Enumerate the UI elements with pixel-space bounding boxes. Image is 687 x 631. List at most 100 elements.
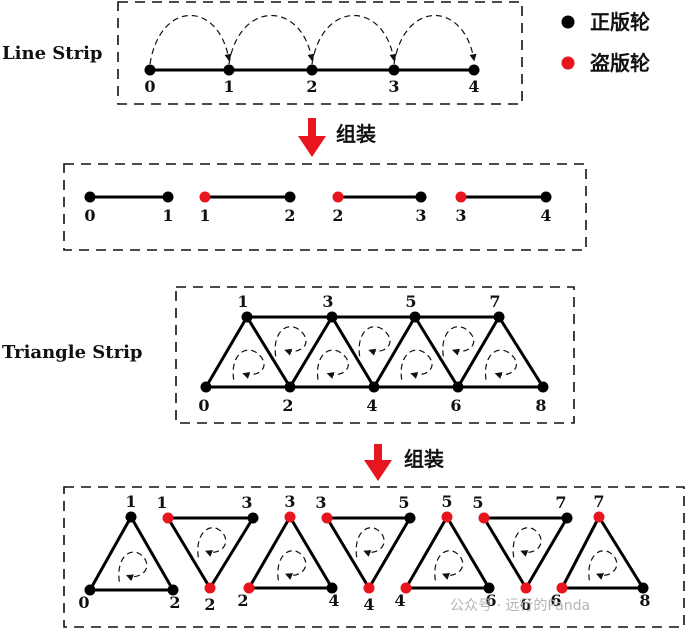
vertex-label: 7 [555, 493, 566, 512]
traversal-arc [277, 550, 307, 581]
triangle-vertex [593, 511, 605, 523]
traversal-arc [311, 14, 397, 65]
triangle-edges [404, 515, 491, 590]
vertex-label: 4 [468, 77, 479, 96]
triangle-vertex [162, 512, 174, 524]
triangle-edges [88, 515, 175, 592]
vertex-label: 8 [639, 591, 650, 610]
segment-end-vertex [540, 191, 552, 203]
triangle-vertex [326, 582, 338, 594]
strip-vertex [368, 381, 380, 393]
traversal-arc [149, 14, 232, 65]
traversal-arc [358, 326, 391, 357]
segment-start-vertex [455, 191, 467, 203]
legend: 正版轮 盗版轮 [561, 10, 650, 75]
triangle-vertex [556, 582, 568, 594]
triangle-vertex [520, 582, 532, 594]
strip-vertex [326, 311, 338, 323]
strip-vertex [223, 64, 235, 76]
traversal-arc [434, 550, 464, 581]
traversal-arc [442, 326, 475, 357]
triangle-vertex [400, 582, 412, 594]
triangle-vertex [637, 582, 649, 594]
strip-vertex [306, 64, 318, 76]
traversal-arc [355, 527, 385, 558]
vertex-label: 4 [540, 206, 551, 225]
segment-end-vertex [284, 191, 296, 203]
strip-vertex [200, 381, 212, 393]
vertex-label: 4 [363, 595, 374, 614]
vertex-label: 4 [366, 396, 377, 415]
strip-vertex [144, 64, 156, 76]
vertex-label: 2 [204, 595, 215, 614]
vertex-label: 2 [282, 396, 293, 415]
traversal-arc [316, 349, 349, 380]
triangle-vertex [478, 512, 490, 524]
triangle-vertex [84, 584, 96, 596]
traversal-arc [228, 14, 315, 65]
assemble-label-1: 组装 [336, 122, 376, 146]
triangle-edges [166, 516, 255, 590]
segment-start-vertex [332, 191, 344, 203]
vertex-label: 3 [315, 493, 326, 512]
vertex-label: 3 [322, 292, 333, 311]
traversal-arc [588, 550, 618, 581]
vertex-label: 4 [328, 591, 339, 610]
traversal-arc [512, 527, 542, 558]
triangle-vertex [167, 584, 179, 596]
triangle-2: 234 [237, 492, 339, 610]
vertex-label: 0 [84, 206, 95, 225]
triangle-strip-label: Triangle Strip [2, 342, 143, 363]
vertex-label: 3 [388, 77, 399, 96]
triangle-edges [247, 515, 334, 590]
segment-end-vertex [162, 191, 174, 203]
arrow-head [298, 136, 326, 157]
legend-pirated-label: 盗版轮 [590, 51, 650, 75]
vertex-label: 2 [169, 593, 180, 612]
legend-genuine-label: 正版轮 [590, 10, 650, 34]
triangle-vertex [363, 582, 375, 594]
arrow-shaft [308, 118, 316, 140]
line-strip-label: Line Strip [2, 43, 103, 64]
segment-end-vertex [415, 191, 427, 203]
arrow-head [364, 460, 392, 481]
vertex-label: 1 [125, 492, 136, 511]
vertex-label: 5 [405, 292, 416, 311]
segment-start-vertex [84, 191, 96, 203]
vertex-label: 6 [485, 591, 496, 610]
triangle-vertex [441, 511, 453, 523]
vertex-label: 1 [162, 206, 173, 225]
triangle-list-frame [63, 486, 685, 628]
vertex-label: 6 [550, 591, 561, 610]
vertex-label: 4 [394, 591, 405, 610]
triangle-vertex [247, 512, 259, 524]
strip-vertex [409, 311, 421, 323]
vertex-label: 2 [332, 206, 343, 225]
assemble-arrow-2: 组装 [364, 444, 444, 481]
traversal-arc [400, 349, 433, 380]
strip-vertex [452, 381, 464, 393]
triangle-vertex [243, 582, 255, 594]
line-strip-frame [117, 1, 523, 105]
traversal-arc [393, 14, 477, 65]
line-list-frame [63, 163, 587, 251]
triangle-strip-frame [175, 286, 575, 424]
legend-genuine-dot [561, 15, 575, 29]
vertex-label: 0 [144, 77, 155, 96]
triangle-vertex [125, 511, 137, 523]
triangle-4: 456 [394, 492, 496, 610]
watermark: 公众号 · 远行的Panda [450, 598, 590, 614]
strip-vertex [537, 381, 549, 393]
traversal-arc [484, 349, 517, 380]
vertex-label: 3 [241, 493, 252, 512]
triangle-vertex [284, 511, 296, 523]
triangle-0: 012 [78, 492, 180, 612]
